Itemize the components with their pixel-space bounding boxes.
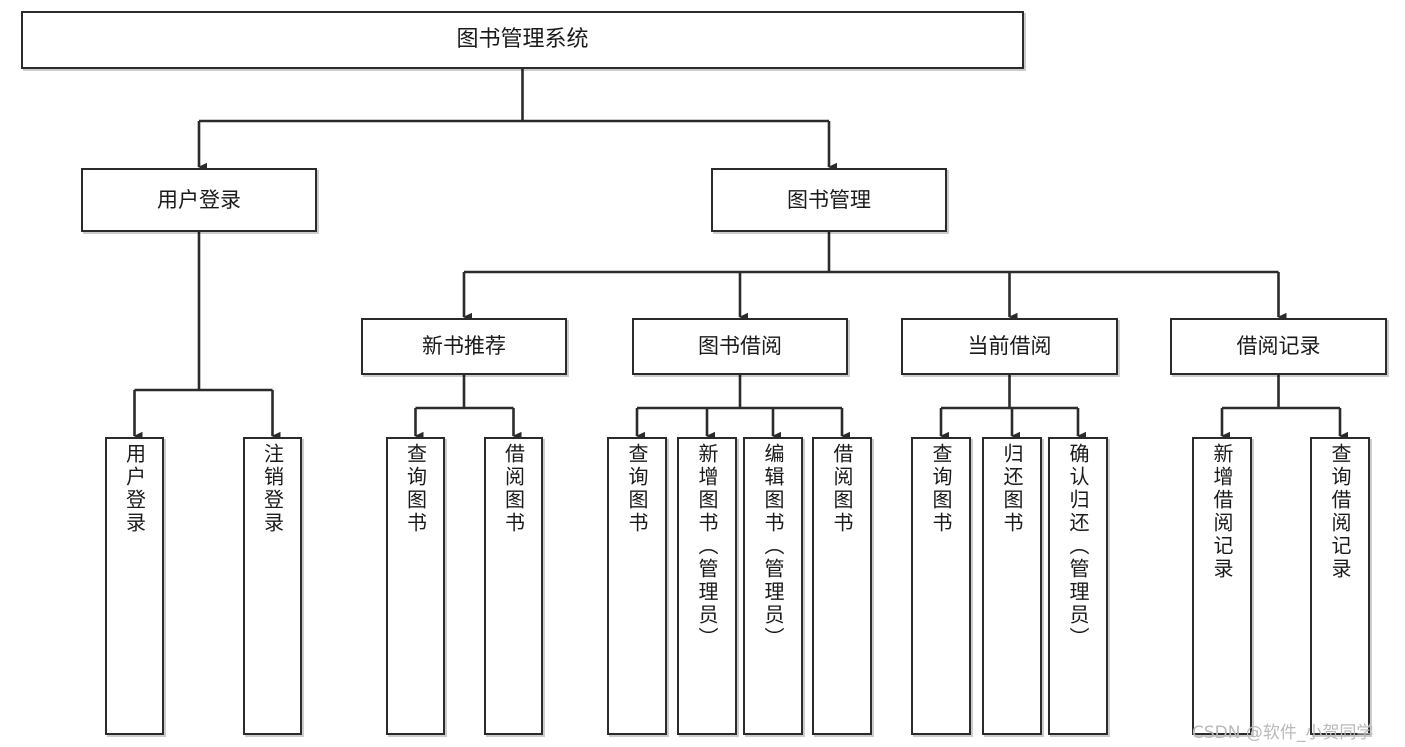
node-label-l9: 查询图书 bbox=[929, 443, 953, 535]
node-label-n_rec: 借阅记录 bbox=[1236, 334, 1321, 359]
node-box-l3[interactable]: 查询图书 bbox=[386, 437, 445, 735]
node-label-root: 图书管理系统 bbox=[456, 27, 589, 53]
node-box-n_login[interactable]: 用户登录 bbox=[81, 168, 317, 232]
node-label-n_new: 新书推荐 bbox=[422, 334, 506, 359]
node-label-l4: 借阅图书 bbox=[501, 443, 526, 535]
node-label-l3: 查询图书 bbox=[403, 443, 428, 535]
node-box-l1[interactable]: 用户登录 bbox=[105, 437, 164, 735]
node-box-n_mgmt[interactable]: 图书管理 bbox=[711, 168, 947, 232]
node-box-l6[interactable]: 新增图书（管理员） bbox=[677, 437, 737, 735]
node-label-l10: 归还图书 bbox=[1000, 443, 1024, 535]
node-box-n_rec[interactable]: 借阅记录 bbox=[1170, 318, 1387, 375]
node-box-l10[interactable]: 归还图书 bbox=[982, 437, 1042, 735]
node-label-l1: 用户登录 bbox=[122, 443, 147, 535]
node-box-root[interactable]: 图书管理系统 bbox=[21, 11, 1024, 69]
node-box-l9[interactable]: 查询图书 bbox=[911, 437, 971, 735]
node-label-n_login: 用户登录 bbox=[157, 187, 241, 212]
node-label-l12: 新增借阅记录 bbox=[1210, 443, 1234, 581]
node-box-l13[interactable]: 查询借阅记录 bbox=[1310, 437, 1370, 735]
node-label-n_borrow: 图书借阅 bbox=[698, 334, 782, 359]
node-box-l8[interactable]: 借阅图书 bbox=[812, 437, 872, 735]
node-label-l7: 编辑图书（管理员） bbox=[761, 443, 785, 650]
node-label-l5: 查询图书 bbox=[625, 443, 649, 535]
node-box-n_new[interactable]: 新书推荐 bbox=[361, 318, 567, 375]
node-box-l7[interactable]: 编辑图书（管理员） bbox=[743, 437, 803, 735]
node-box-l2[interactable]: 注销登录 bbox=[243, 437, 302, 735]
node-box-l11[interactable]: 确认归还（管理员） bbox=[1048, 437, 1108, 735]
node-label-l8: 借阅图书 bbox=[830, 443, 854, 535]
node-label-l13: 查询借阅记录 bbox=[1328, 443, 1352, 581]
node-box-n_borrow[interactable]: 图书借阅 bbox=[632, 318, 848, 375]
connector-group bbox=[133, 69, 1348, 441]
node-box-n_cur[interactable]: 当前借阅 bbox=[901, 318, 1118, 375]
node-box-l4[interactable]: 借阅图书 bbox=[484, 437, 543, 735]
node-box-l5[interactable]: 查询图书 bbox=[607, 437, 667, 735]
node-box-l12[interactable]: 新增借阅记录 bbox=[1192, 437, 1252, 735]
node-label-n_mgmt: 图书管理 bbox=[787, 187, 871, 212]
node-label-l2: 注销登录 bbox=[260, 443, 285, 535]
node-label-n_cur: 当前借阅 bbox=[967, 334, 1052, 359]
node-label-l6: 新增图书（管理员） bbox=[695, 443, 719, 650]
node-label-l11: 确认归还（管理员） bbox=[1066, 443, 1090, 650]
